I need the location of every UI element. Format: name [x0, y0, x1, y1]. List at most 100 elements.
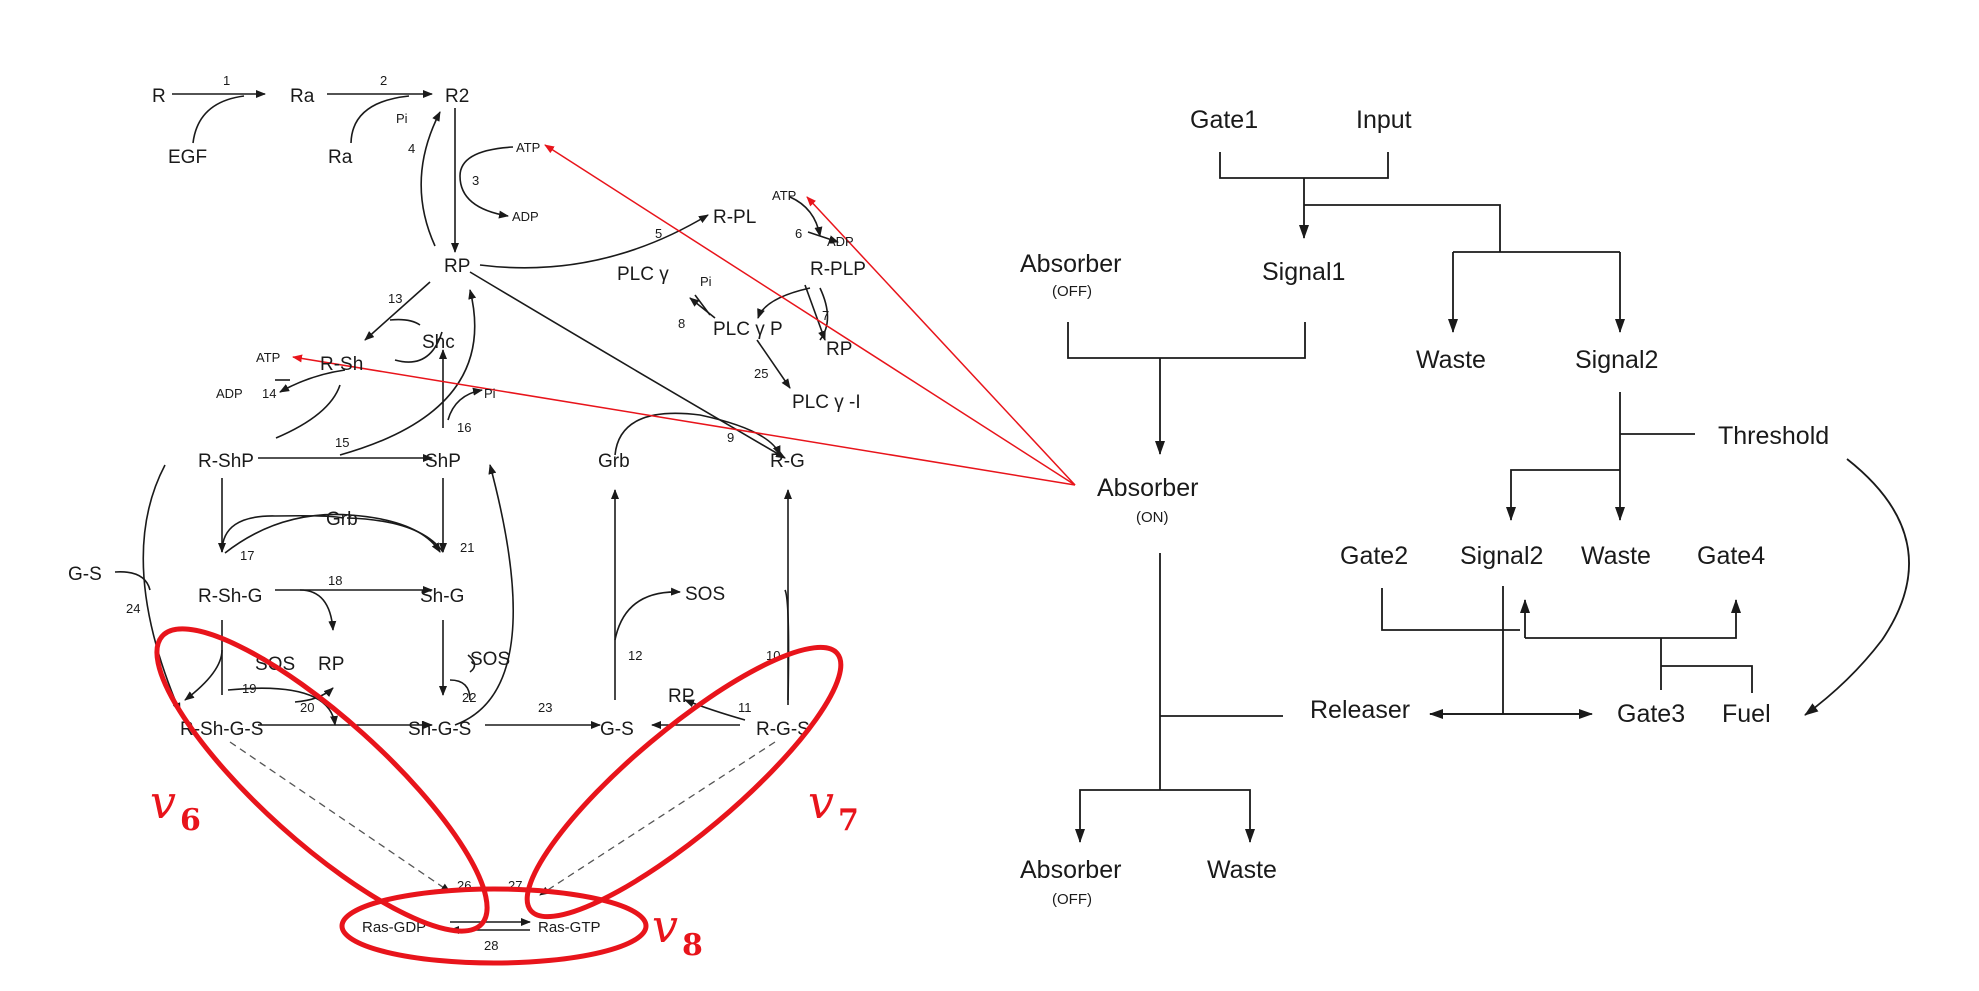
fuel-label: Fuel — [1722, 700, 1771, 728]
signal2-label: Signal2 — [1575, 346, 1658, 374]
circuit-edges — [1067, 152, 1910, 843]
label-v8: v — [652, 899, 678, 953]
node-R2: R2 — [445, 86, 469, 107]
reaction-number-25: 25 — [754, 366, 768, 381]
node-R: R — [152, 86, 166, 107]
node-Ra: Ra — [290, 86, 315, 107]
reaction-numbers: 1 2 3 4 5 6 7 8 9 10 11 12 13 14 15 16 1… — [126, 73, 829, 953]
reaction-number-18: 18 — [328, 573, 342, 588]
reaction-number-16: 16 — [457, 420, 471, 435]
absorber-links — [292, 144, 1076, 486]
reaction-number-12: 12 — [628, 648, 642, 663]
highlight-v8 — [339, 886, 649, 966]
waste-label-3: Waste — [1207, 856, 1277, 884]
node-Shc: Shc — [422, 332, 455, 353]
reaction-number-17: 17 — [240, 548, 254, 563]
waste-label: Waste — [1416, 346, 1486, 374]
gate1-label: Gate1 — [1190, 106, 1258, 134]
gate3-label: Gate3 — [1617, 700, 1685, 728]
absorber-on-label: Absorber — [1097, 474, 1198, 502]
node-Sh-G-S: Sh-G-S — [408, 719, 471, 740]
label-v8-sub: 8 — [682, 928, 703, 963]
reaction-number-13: 13 — [388, 291, 402, 306]
node-G-S: G-S — [68, 564, 102, 585]
node-R-Sh-G-S: R-Sh-G-S — [180, 719, 263, 740]
reaction-number-6: 6 — [795, 226, 802, 241]
node-R-Sh-G: R-Sh-G — [198, 586, 262, 607]
reaction-number-14: 14 — [262, 386, 276, 401]
label-v6: v — [150, 775, 176, 829]
reaction-network: R Ra R2 EGF Ra Pi ATP ADP RP R-PL ATP AD… — [68, 73, 1076, 966]
node-SOS-2: SOS — [470, 649, 510, 670]
node-ATP-3: ATP — [256, 350, 280, 365]
absorber-off-label-2: Absorber — [1020, 856, 1121, 884]
reaction-number-21: 21 — [460, 540, 474, 555]
signal1-label: Signal1 — [1262, 258, 1345, 286]
reaction-number-8: 8 — [678, 316, 685, 331]
node-PLCgP: PLC γ P — [713, 319, 783, 340]
reaction-number-23: 23 — [538, 700, 552, 715]
node-R-PL: R-PL — [713, 207, 756, 228]
node-PLCg-I: PLC γ -I — [792, 392, 861, 413]
node-RP-3: RP — [318, 654, 344, 675]
reaction-number-11: 11 — [738, 700, 752, 715]
reaction-number-5: 5 — [655, 226, 662, 241]
reaction-number-19: 19 — [242, 681, 256, 696]
reaction-edges — [114, 90, 839, 934]
absorber-off-state-2: (OFF) — [1052, 891, 1092, 908]
node-R-PLP: R-PLP — [810, 259, 866, 280]
node-RP-2: RP — [826, 339, 852, 360]
node-RP: RP — [444, 256, 470, 277]
highlight-v7 — [524, 644, 844, 920]
species-labels: R Ra R2 EGF Ra Pi ATP ADP RP R-PL ATP AD… — [68, 86, 866, 936]
absorber-off-label: Absorber — [1020, 250, 1121, 278]
reaction-number-3: 3 — [472, 173, 479, 188]
node-R-ShP: R-ShP — [198, 451, 254, 472]
node-ATP-2: ATP — [772, 188, 796, 203]
node-Pi: Pi — [396, 111, 408, 126]
node-ADP: ADP — [512, 209, 539, 224]
highlight-labels: v 6 v 7 v 8 — [150, 775, 859, 963]
node-ATP: ATP — [516, 140, 540, 155]
node-R-G-S: R-G-S — [756, 719, 810, 740]
threshold-label: Threshold — [1718, 422, 1829, 450]
highlight-v6 — [154, 626, 490, 934]
node-ShP: ShP — [425, 451, 461, 472]
reaction-number-4: 4 — [408, 141, 415, 156]
node-Ra-input: Ra — [328, 147, 353, 168]
circuit-labels: Gate1 Input Absorber (OFF) Signal1 Waste… — [1020, 106, 1829, 908]
gate-circuit: Gate1 Input Absorber (OFF) Signal1 Waste… — [1020, 106, 1910, 908]
reaction-number-15: 15 — [335, 435, 349, 450]
label-v7-sub: 7 — [838, 803, 859, 838]
label-v7: v — [808, 775, 834, 829]
node-R-Sh: R-Sh — [320, 354, 363, 375]
node-R-G: R-G — [770, 451, 805, 472]
node-ADP-3: ADP — [216, 386, 243, 401]
reaction-number-22: 22 — [462, 690, 476, 705]
node-PLCg: PLC γ — [617, 264, 669, 285]
reaction-number-7: 7 — [822, 308, 829, 323]
reaction-number-28: 28 — [484, 938, 498, 953]
absorber-off-state: (OFF) — [1052, 283, 1092, 300]
node-Sh-G: Sh-G — [420, 586, 464, 607]
reaction-number-1: 1 — [223, 73, 230, 88]
node-Ras-GDP: Ras-GDP — [362, 919, 426, 936]
node-Grb-2: Grb — [598, 451, 630, 472]
highlight-ellipses — [154, 626, 844, 966]
node-ADP-2: ADP — [827, 234, 854, 249]
reaction-number-20: 20 — [300, 700, 314, 715]
node-EGF: EGF — [168, 147, 207, 168]
node-G-S-2: G-S — [600, 719, 634, 740]
waste-label-2: Waste — [1581, 542, 1651, 570]
node-Pi-2: Pi — [700, 274, 712, 289]
absorber-on-state: (ON) — [1136, 509, 1169, 526]
reaction-number-9: 9 — [727, 430, 734, 445]
signal2-label-2: Signal2 — [1460, 542, 1543, 570]
gate2-label: Gate2 — [1340, 542, 1408, 570]
node-RP-4: RP — [668, 686, 694, 707]
node-Ras-GTP: Ras-GTP — [538, 919, 601, 936]
node-Pi-3: Pi — [484, 386, 496, 401]
node-SOS-3: SOS — [685, 584, 725, 605]
